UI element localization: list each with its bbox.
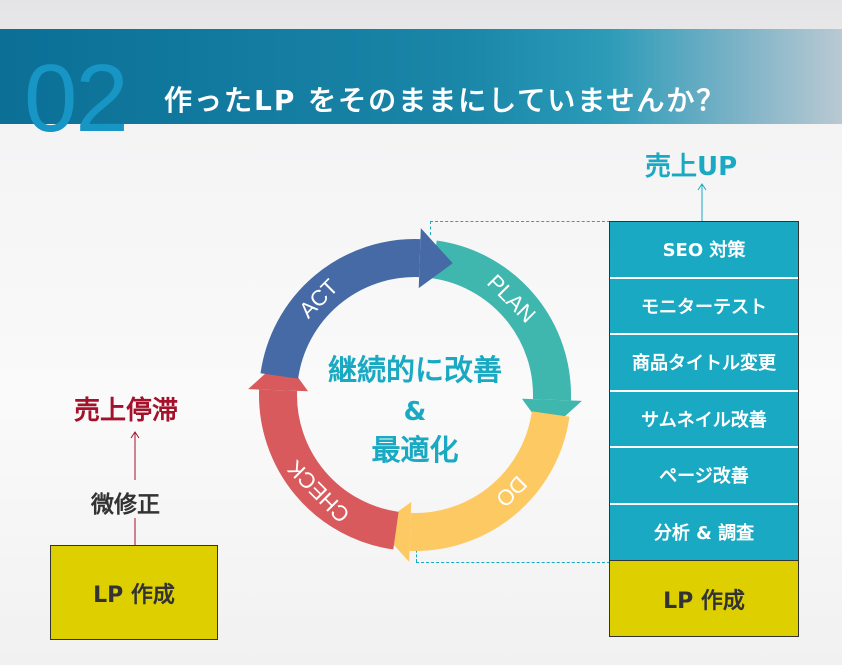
- stack-item: 分析 & 調査: [610, 504, 798, 561]
- minor-fix-label: 微修正: [91, 492, 160, 518]
- right-lp-base: LP 作成: [610, 561, 798, 636]
- section-number: 02: [24, 45, 129, 152]
- cycle-center-line3: 最適化: [371, 433, 458, 467]
- sales-up-label: 売上UP: [645, 152, 738, 182]
- header-banner: 02 作ったLP をそのままにしていませんか？: [0, 29, 842, 147]
- connector-bottom: [416, 562, 610, 563]
- arrow-up-icon: [697, 183, 707, 222]
- stack-item: SEO 対策: [610, 222, 798, 279]
- connector-bottom-v: [416, 545, 417, 562]
- cycle-center-line2: &: [404, 397, 427, 427]
- arrow-up-icon: [130, 431, 140, 546]
- cycle-segment-check: [259, 389, 400, 550]
- stagnation-label: 売上停滞: [74, 396, 179, 426]
- stack-item: モニターテスト: [610, 278, 798, 335]
- connector-top: [430, 221, 610, 222]
- cycle-segment-do: [409, 410, 570, 551]
- stack-item: サムネイル改善: [610, 391, 798, 448]
- cycle-segment-act: [260, 239, 421, 380]
- improvement-stack: SEO 対策 モニターテスト 商品タイトル変更 サムネイル改善 ページ改善 分析…: [609, 221, 799, 637]
- cycle-arrowhead-act: [418, 228, 453, 289]
- left-lp-base: LP 作成: [50, 545, 218, 640]
- cycle-segment-plan: [430, 240, 571, 401]
- page-title: 作ったLP をそのままにしていませんか？: [164, 84, 727, 117]
- stack-item: ページ改善: [610, 448, 798, 505]
- stack-item: 商品タイトル変更: [610, 335, 798, 392]
- connector-top-v: [430, 221, 431, 235]
- cycle-center-line1: 継続的に改善: [328, 353, 502, 387]
